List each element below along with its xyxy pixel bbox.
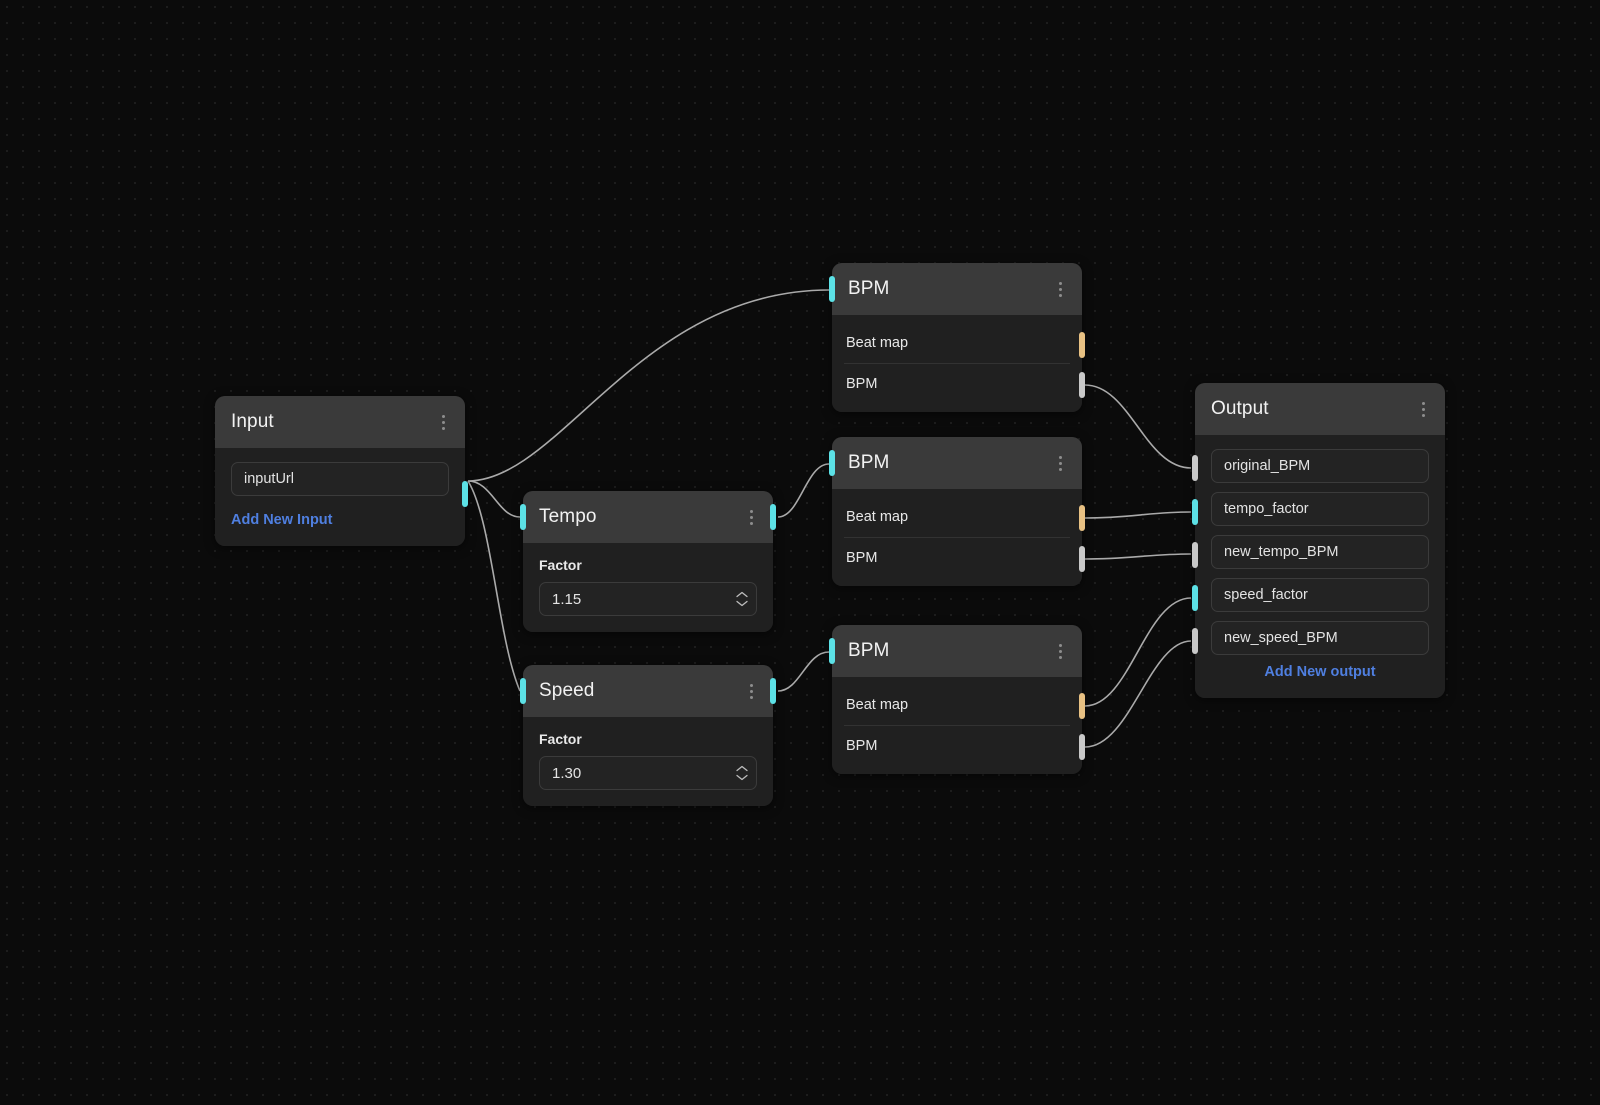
port-bpm-1-bpm[interactable] <box>1079 372 1085 398</box>
output-field-new-tempo-bpm[interactable]: new_tempo_BPM <box>1211 535 1429 569</box>
node-tempo-title: Tempo <box>539 506 597 527</box>
port-output-new-speed-bpm[interactable] <box>1192 628 1198 654</box>
port-speed-in[interactable] <box>520 678 526 704</box>
row-divider <box>844 725 1070 726</box>
edge-tempo-to-bpm2 <box>777 463 830 518</box>
node-bpm-3-title: BPM <box>848 640 890 661</box>
edge-input-to-bpm1 <box>467 289 830 482</box>
node-input[interactable]: Input inputUrl Add New Input <box>215 396 468 546</box>
port-bpm-1-beatmap[interactable] <box>1079 332 1085 358</box>
node-input-body: inputUrl Add New Input <box>215 448 465 546</box>
output-field-original-bpm[interactable]: original_BPM <box>1211 449 1429 483</box>
edge-speed-to-bpm3 <box>777 651 830 692</box>
node-tempo-header[interactable]: Tempo <box>523 491 773 543</box>
body-padding <box>832 404 1082 412</box>
port-output-original-bpp[interactable] <box>1192 455 1198 481</box>
edge-bpm2-to-tempofactor <box>1084 511 1192 519</box>
node-speed-header[interactable]: Speed <box>523 665 773 717</box>
bpm-2-row-bpm: BPM <box>846 550 878 566</box>
output-field-tempo-factor[interactable]: tempo_factor <box>1211 492 1429 526</box>
node-bpm-2[interactable]: BPM Beat map BPM <box>829 437 1085 586</box>
node-speed-body: Factor 1.30 <box>523 717 773 806</box>
row-divider <box>844 363 1070 364</box>
node-bpm-1-body: Beat map BPM <box>832 323 1082 412</box>
chevron-down-icon <box>736 600 748 607</box>
port-bpm-1-in[interactable] <box>829 276 835 302</box>
node-input-header[interactable]: Input <box>215 396 465 448</box>
bpm-3-row-bpm: BPM <box>846 738 878 754</box>
kebab-menu-icon[interactable] <box>435 412 451 432</box>
port-output-new-tempo-bpm[interactable] <box>1192 542 1198 568</box>
kebab-menu-icon[interactable] <box>743 507 759 527</box>
node-bpm-1[interactable]: BPM Beat map BPM <box>829 263 1085 412</box>
output-field-new-speed-bpm[interactable]: new_speed_BPM <box>1211 621 1429 655</box>
node-bpm-2-title: BPM <box>848 452 890 473</box>
bpm-3-row-beatmap: Beat map <box>846 697 909 713</box>
output-field-speed-factor[interactable]: speed_factor <box>1211 578 1429 612</box>
kebab-menu-icon[interactable] <box>1415 399 1431 419</box>
edge-bpm2-to-newtempo <box>1084 553 1192 560</box>
port-output-speed-factor[interactable] <box>1192 585 1198 611</box>
bpm-1-row-beatmap: Beat map <box>846 335 909 351</box>
node-bpm-3[interactable]: BPM Beat map BPM <box>829 625 1085 774</box>
node-bpm-1-header[interactable]: BPM <box>832 263 1082 315</box>
node-input-title: Input <box>231 411 274 432</box>
add-new-output-link[interactable]: Add New output <box>1264 664 1376 680</box>
row-divider <box>844 537 1070 538</box>
node-bpm-3-header[interactable]: BPM <box>832 625 1082 677</box>
bpm-2-row-beatmap: Beat map <box>846 509 909 525</box>
edge-input-to-tempo <box>467 480 521 518</box>
port-bpm-3-bpm[interactable] <box>1079 734 1085 760</box>
edge-bpm3-to-speedfactor <box>1084 597 1192 707</box>
node-bpm-3-body: Beat map BPM <box>832 685 1082 774</box>
chevron-up-icon <box>736 591 748 598</box>
speed-factor-stepper[interactable] <box>736 765 748 781</box>
tempo-factor-label: Factor <box>539 557 582 573</box>
node-speed[interactable]: Speed Factor 1.30 <box>520 665 776 806</box>
chevron-up-icon <box>736 765 748 772</box>
kebab-menu-icon[interactable] <box>1052 279 1068 299</box>
port-bpm-2-bpm[interactable] <box>1079 546 1085 572</box>
speed-factor-value: 1.30 <box>552 764 582 782</box>
node-tempo-body: Factor 1.15 <box>523 543 773 632</box>
body-padding <box>832 766 1082 774</box>
add-new-input-link[interactable]: Add New Input <box>231 512 333 528</box>
edge-bpm1-to-original <box>1084 384 1192 469</box>
input-field-inputurl[interactable]: inputUrl <box>231 462 449 496</box>
speed-factor-label: Factor <box>539 731 582 747</box>
kebab-menu-icon[interactable] <box>1052 453 1068 473</box>
node-output-header[interactable]: Output <box>1195 383 1445 435</box>
body-padding <box>832 578 1082 586</box>
port-output-tempo-factor[interactable] <box>1192 499 1198 525</box>
bpm-1-row-bpm: BPM <box>846 376 878 392</box>
port-bpm-3-in[interactable] <box>829 638 835 664</box>
node-bpm-2-body: Beat map BPM <box>832 497 1082 586</box>
edge-input-to-speed <box>467 480 521 692</box>
port-bpm-2-in[interactable] <box>829 450 835 476</box>
node-output[interactable]: Output original_BPM tempo_factor new_tem… <box>1192 383 1445 698</box>
speed-factor-input[interactable]: 1.30 <box>539 756 757 790</box>
chevron-down-icon <box>736 774 748 781</box>
node-speed-title: Speed <box>539 680 595 701</box>
node-bpm-2-header[interactable]: BPM <box>832 437 1082 489</box>
tempo-factor-stepper[interactable] <box>736 591 748 607</box>
kebab-menu-icon[interactable] <box>1052 641 1068 661</box>
node-tempo[interactable]: Tempo Factor 1.15 <box>520 491 776 632</box>
tempo-factor-value: 1.15 <box>552 590 582 608</box>
port-input-out[interactable] <box>462 481 468 507</box>
node-output-title: Output <box>1211 398 1269 419</box>
node-output-body: original_BPM tempo_factor new_tempo_BPM … <box>1195 435 1445 698</box>
kebab-menu-icon[interactable] <box>743 681 759 701</box>
port-tempo-out[interactable] <box>770 504 776 530</box>
port-bpm-3-beatmap[interactable] <box>1079 693 1085 719</box>
port-speed-out[interactable] <box>770 678 776 704</box>
edge-bpm3-to-newspeed <box>1084 640 1192 748</box>
node-bpm-1-title: BPM <box>848 278 890 299</box>
tempo-factor-input[interactable]: 1.15 <box>539 582 757 616</box>
port-tempo-in[interactable] <box>520 504 526 530</box>
port-bpm-2-beatmap[interactable] <box>1079 505 1085 531</box>
